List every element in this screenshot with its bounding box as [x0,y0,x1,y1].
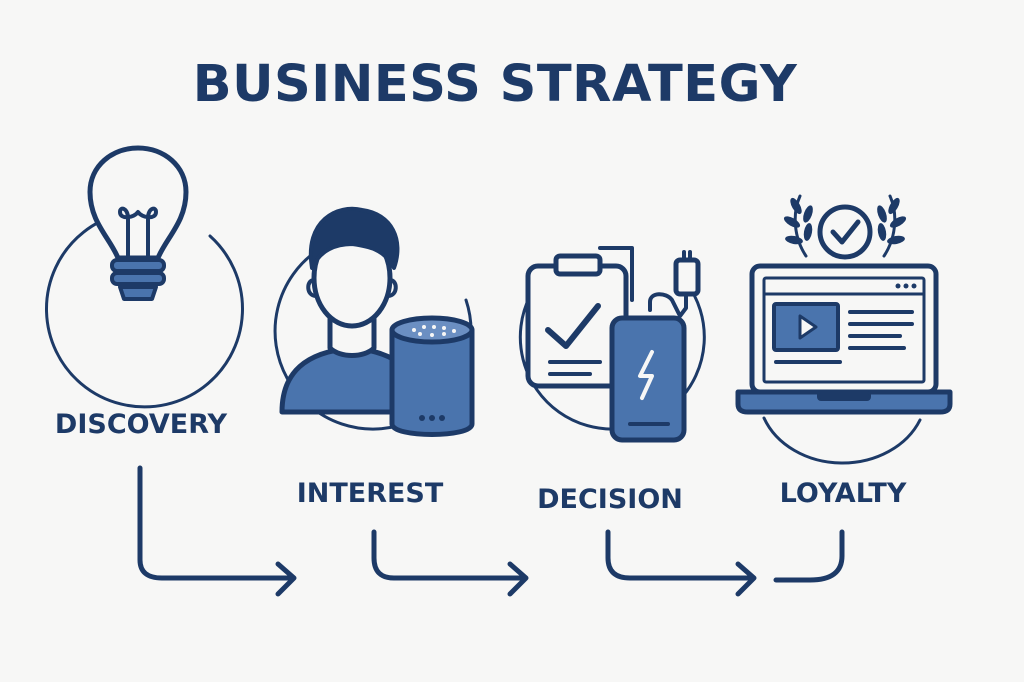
lightbulb-icon [87,145,189,301]
laurel-check-badge-icon [783,194,907,260]
flow-arrow-loyalty-return [773,529,845,583]
flow-arrow-discovery-to-interest [137,465,297,597]
laptop-icon [735,263,953,415]
stage-label-decision: DECISION [537,484,683,515]
loyalty-circle [762,416,922,465]
clipboard-checklist-icon [525,253,629,389]
diagram-title: BUSINESS STRATEGY [192,55,798,114]
flow-arrow-interest-to-decision [371,529,529,597]
person-icon [279,206,423,415]
smart-speaker-icon [389,315,475,437]
stage-label-interest: INTEREST [296,478,444,509]
flow-arrow-decision-to-loyalty [605,529,757,597]
stage-label-discovery: DISCOVERY [54,409,228,440]
power-bank-icon [598,246,701,443]
discovery-circle [45,212,244,409]
stage-label-loyalty: LOYALTY [779,478,907,509]
